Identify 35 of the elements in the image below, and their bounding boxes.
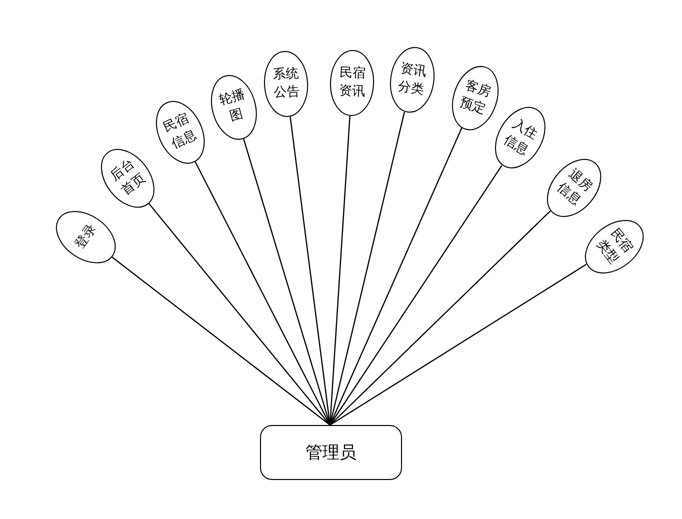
- connector-line: [194, 161, 331, 426]
- connector-line: [329, 112, 405, 426]
- label-text: 系统公告: [271, 66, 301, 102]
- attribute-ellipse: [156, 100, 204, 164]
- attribute-ellipse: [390, 47, 434, 113]
- label-text: 民宿资讯: [337, 65, 367, 102]
- connector-line: [148, 203, 330, 426]
- label-text: 民宿信息: [160, 110, 200, 154]
- connector-line: [242, 138, 331, 426]
- attribute-ellipse: [584, 220, 644, 274]
- connector-line: [329, 128, 462, 426]
- label-text: 管理员: [306, 442, 356, 464]
- connector-line: [290, 116, 331, 426]
- attribute-ellipse: [330, 50, 374, 116]
- label-text: 后台首页: [106, 156, 150, 201]
- attribute-ellipse: [452, 66, 498, 130]
- label-text: 轮播图: [216, 86, 248, 126]
- connector-line: [330, 210, 551, 426]
- label-text: 登录: [71, 220, 100, 254]
- entity-box: [260, 425, 402, 480]
- attribute-ellipse: [211, 74, 257, 140]
- attribute-ellipse: [546, 159, 602, 217]
- connector-line: [330, 165, 502, 426]
- attribute-ellipse: [494, 107, 546, 169]
- attribute-ellipse: [101, 148, 155, 208]
- connector-line: [329, 116, 350, 426]
- attribute-ellipse: [264, 51, 308, 117]
- connector-line: [112, 256, 330, 426]
- label-text: 民宿类型: [592, 226, 636, 270]
- connector-line: [330, 264, 587, 426]
- label-text: 退房信息: [552, 166, 596, 211]
- label-text: 客房预定: [456, 77, 494, 120]
- label-text: 入住信息: [500, 116, 541, 160]
- attribute-ellipse: [56, 210, 116, 264]
- label-text: 资讯分类: [396, 60, 428, 100]
